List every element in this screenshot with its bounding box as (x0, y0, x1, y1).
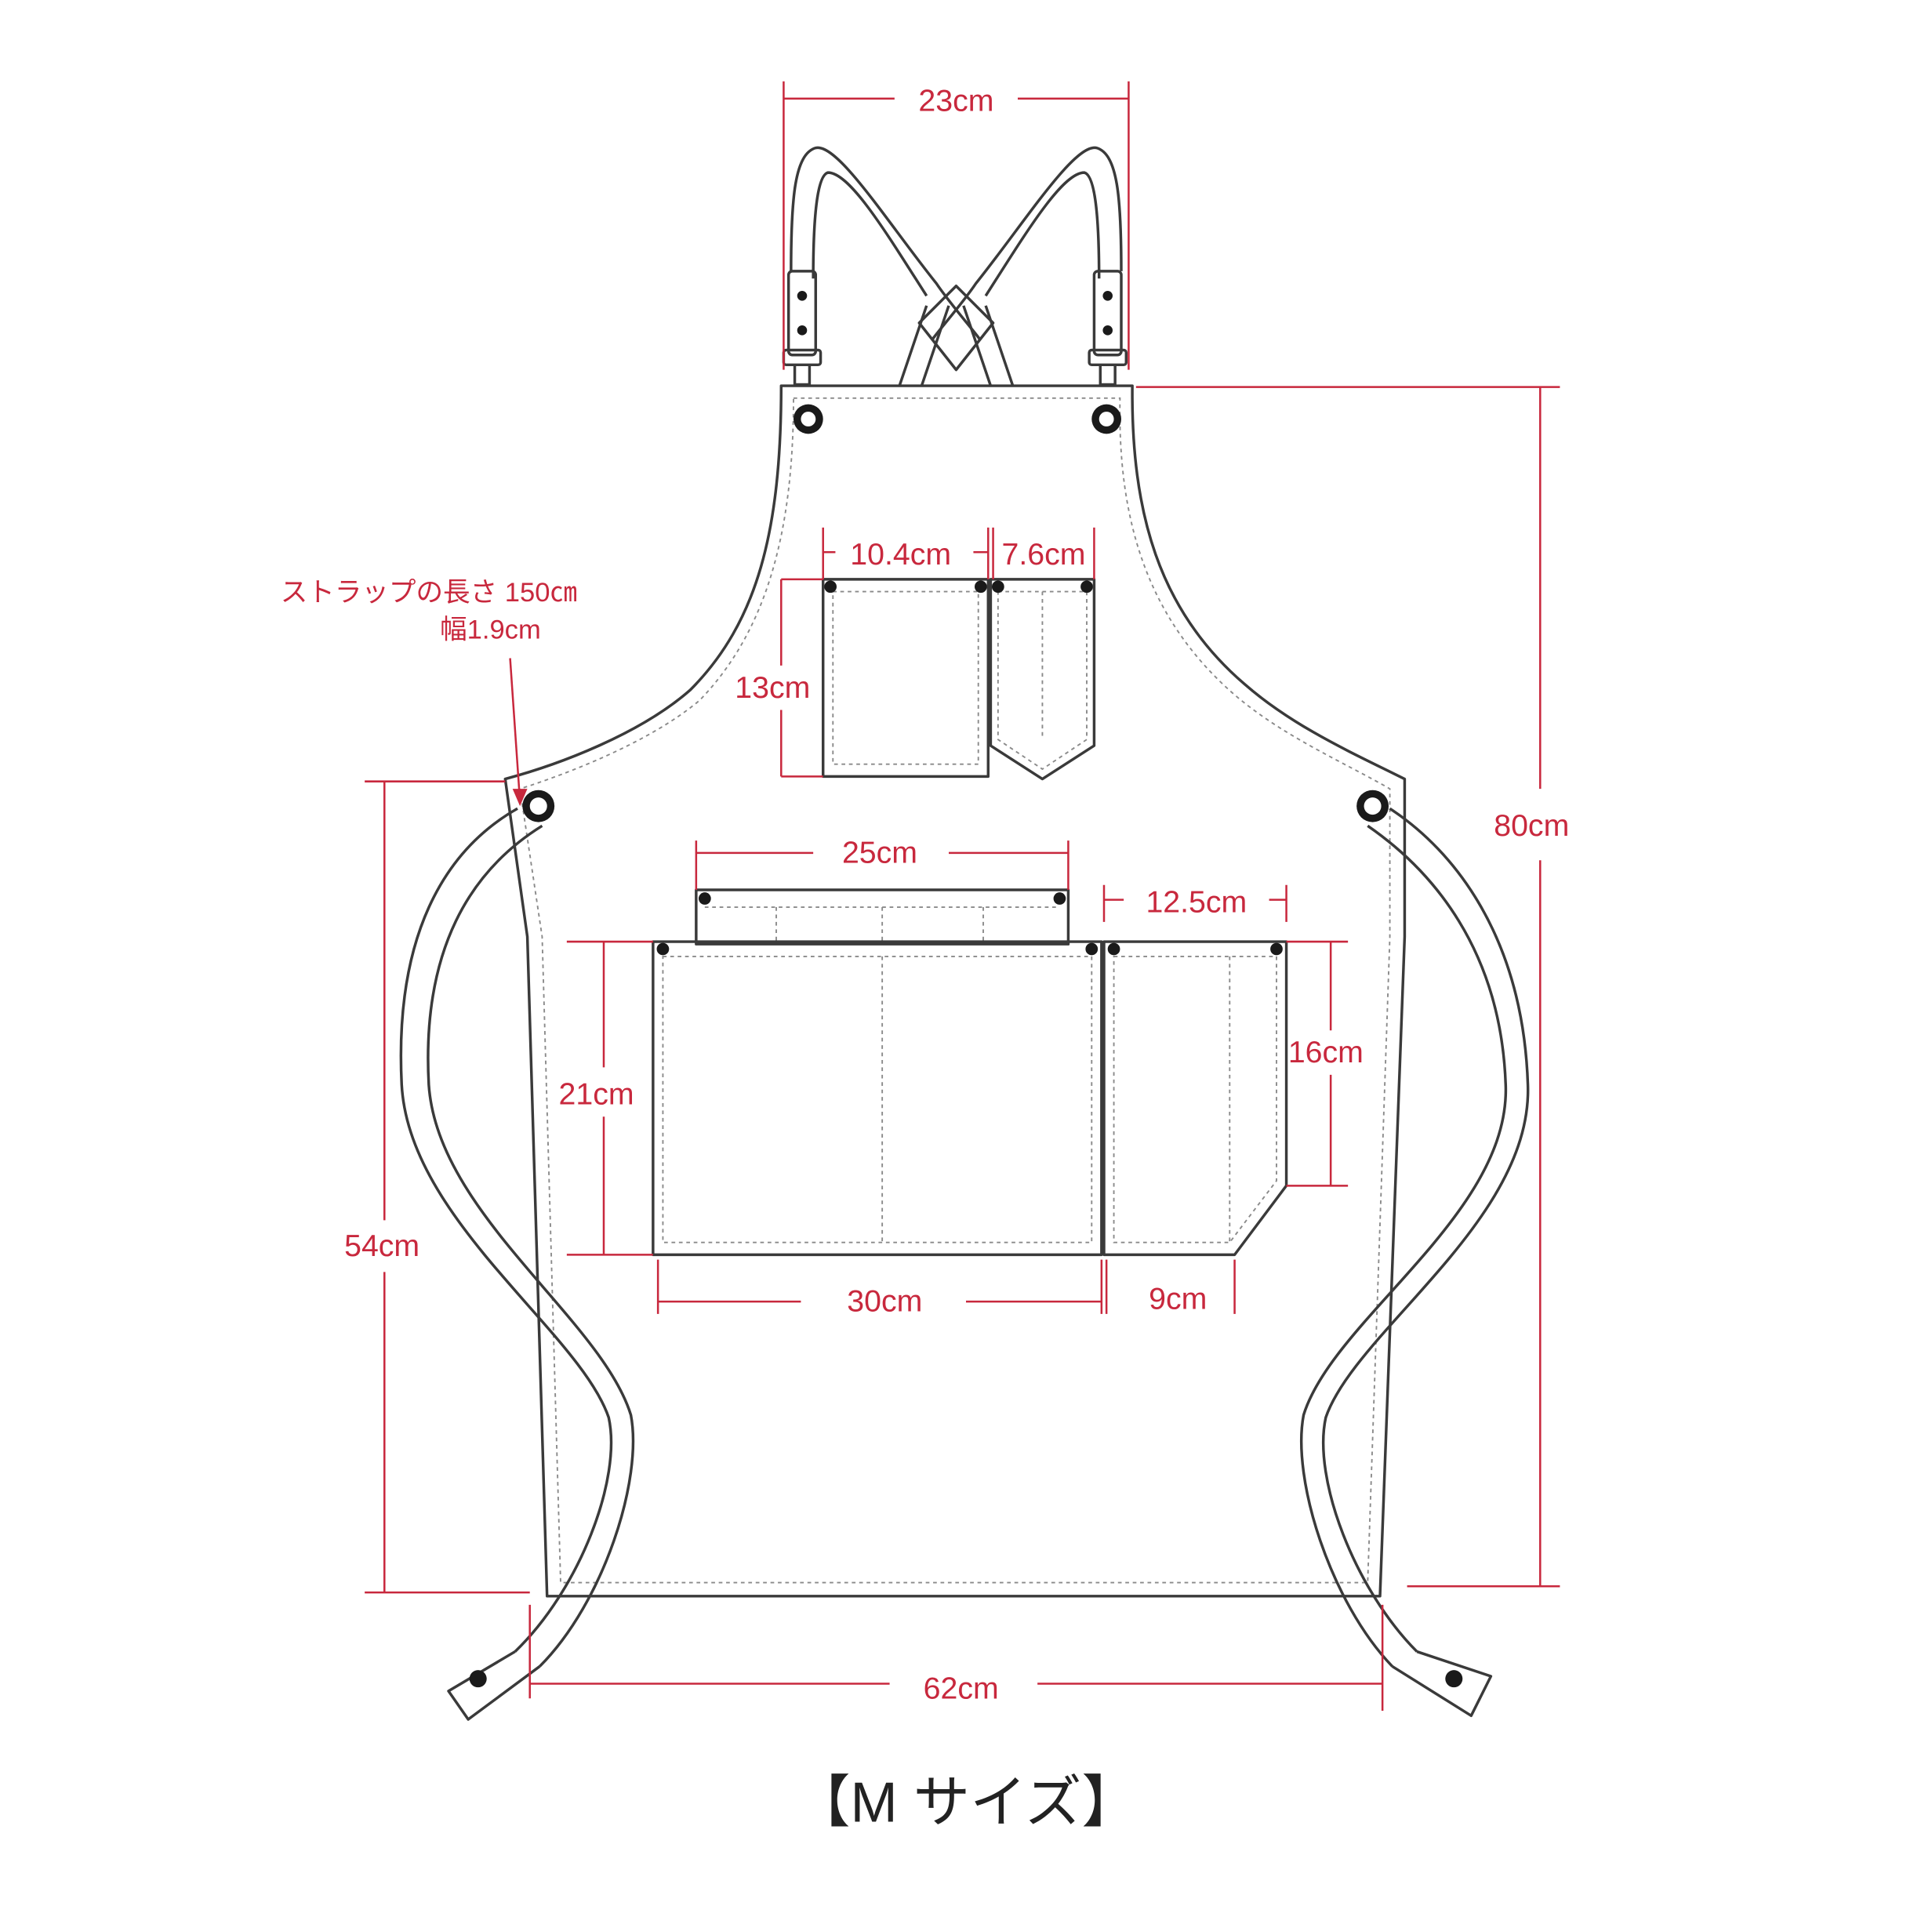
arrow-icon (512, 789, 528, 807)
top-pocket-width-label: 25cm (842, 835, 917, 869)
rivet-icon (469, 1670, 487, 1688)
rivet-icon (1102, 291, 1113, 301)
left-strap-tab (786, 270, 818, 357)
shoulder-straps (782, 146, 1128, 434)
rivet-icon (797, 325, 808, 336)
rivet-icon (1102, 325, 1113, 336)
grommet-icon (1091, 404, 1121, 434)
dimension-lines (365, 81, 1560, 1712)
rivet-icon (1107, 942, 1120, 956)
right-strap-tab (1092, 270, 1123, 357)
main-pocket-width-label: 30cm (847, 1284, 922, 1319)
side-pocket-bottom-label: 9cm (1149, 1282, 1207, 1316)
pen-pocket (989, 578, 1096, 781)
chest-pocket-width-label: 10.4cm (850, 537, 951, 572)
apron-body (503, 384, 1407, 1598)
grommet-icon (794, 404, 823, 434)
cross-patch (917, 284, 995, 372)
side-pocket (1102, 940, 1288, 1257)
rivet-icon (975, 580, 987, 594)
rivet-icon (1053, 892, 1066, 905)
pen-pocket-width-label: 7.6cm (1002, 537, 1086, 572)
strap-span-label: 23cm (918, 83, 993, 118)
strap-width-note: 幅1.9cm (440, 615, 541, 644)
side-pocket-height-label: 16cm (1288, 1035, 1364, 1069)
rivet-icon (699, 892, 711, 905)
grommet-icon (522, 790, 555, 822)
top-pocket (695, 888, 1070, 946)
strap-length-note: ストラップの長さ 150㎝ (281, 578, 577, 608)
rivet-icon (656, 942, 670, 956)
buckle-icon (1088, 348, 1128, 387)
rivet-icon (1270, 942, 1283, 956)
rivet-icon (1080, 580, 1093, 594)
rivet-icon (1085, 942, 1099, 956)
main-pocket (652, 940, 1103, 1257)
side-length-label: 54cm (344, 1229, 419, 1263)
waist-ties (399, 807, 1530, 1721)
grommet-icon (1356, 790, 1389, 822)
size-caption: 【M サイズ】 (794, 1772, 1138, 1835)
side-pocket-width-label: 12.5cm (1146, 884, 1247, 919)
chest-pocket-height-label: 13cm (735, 670, 810, 705)
rivet-icon (1445, 1670, 1463, 1688)
chest-pocket (821, 578, 990, 779)
rivet-icon (992, 580, 1004, 594)
main-pocket-height-label: 21cm (559, 1077, 634, 1112)
dimension-labels: 23cm 80cm 10.4cm 7.6cm 13cm 25cm 12.5cm … (281, 83, 1570, 1705)
total-length-label: 80cm (1494, 808, 1569, 843)
bottom-width-label: 62cm (924, 1671, 999, 1705)
rivet-icon (797, 291, 808, 301)
rivet-icon (824, 580, 837, 594)
